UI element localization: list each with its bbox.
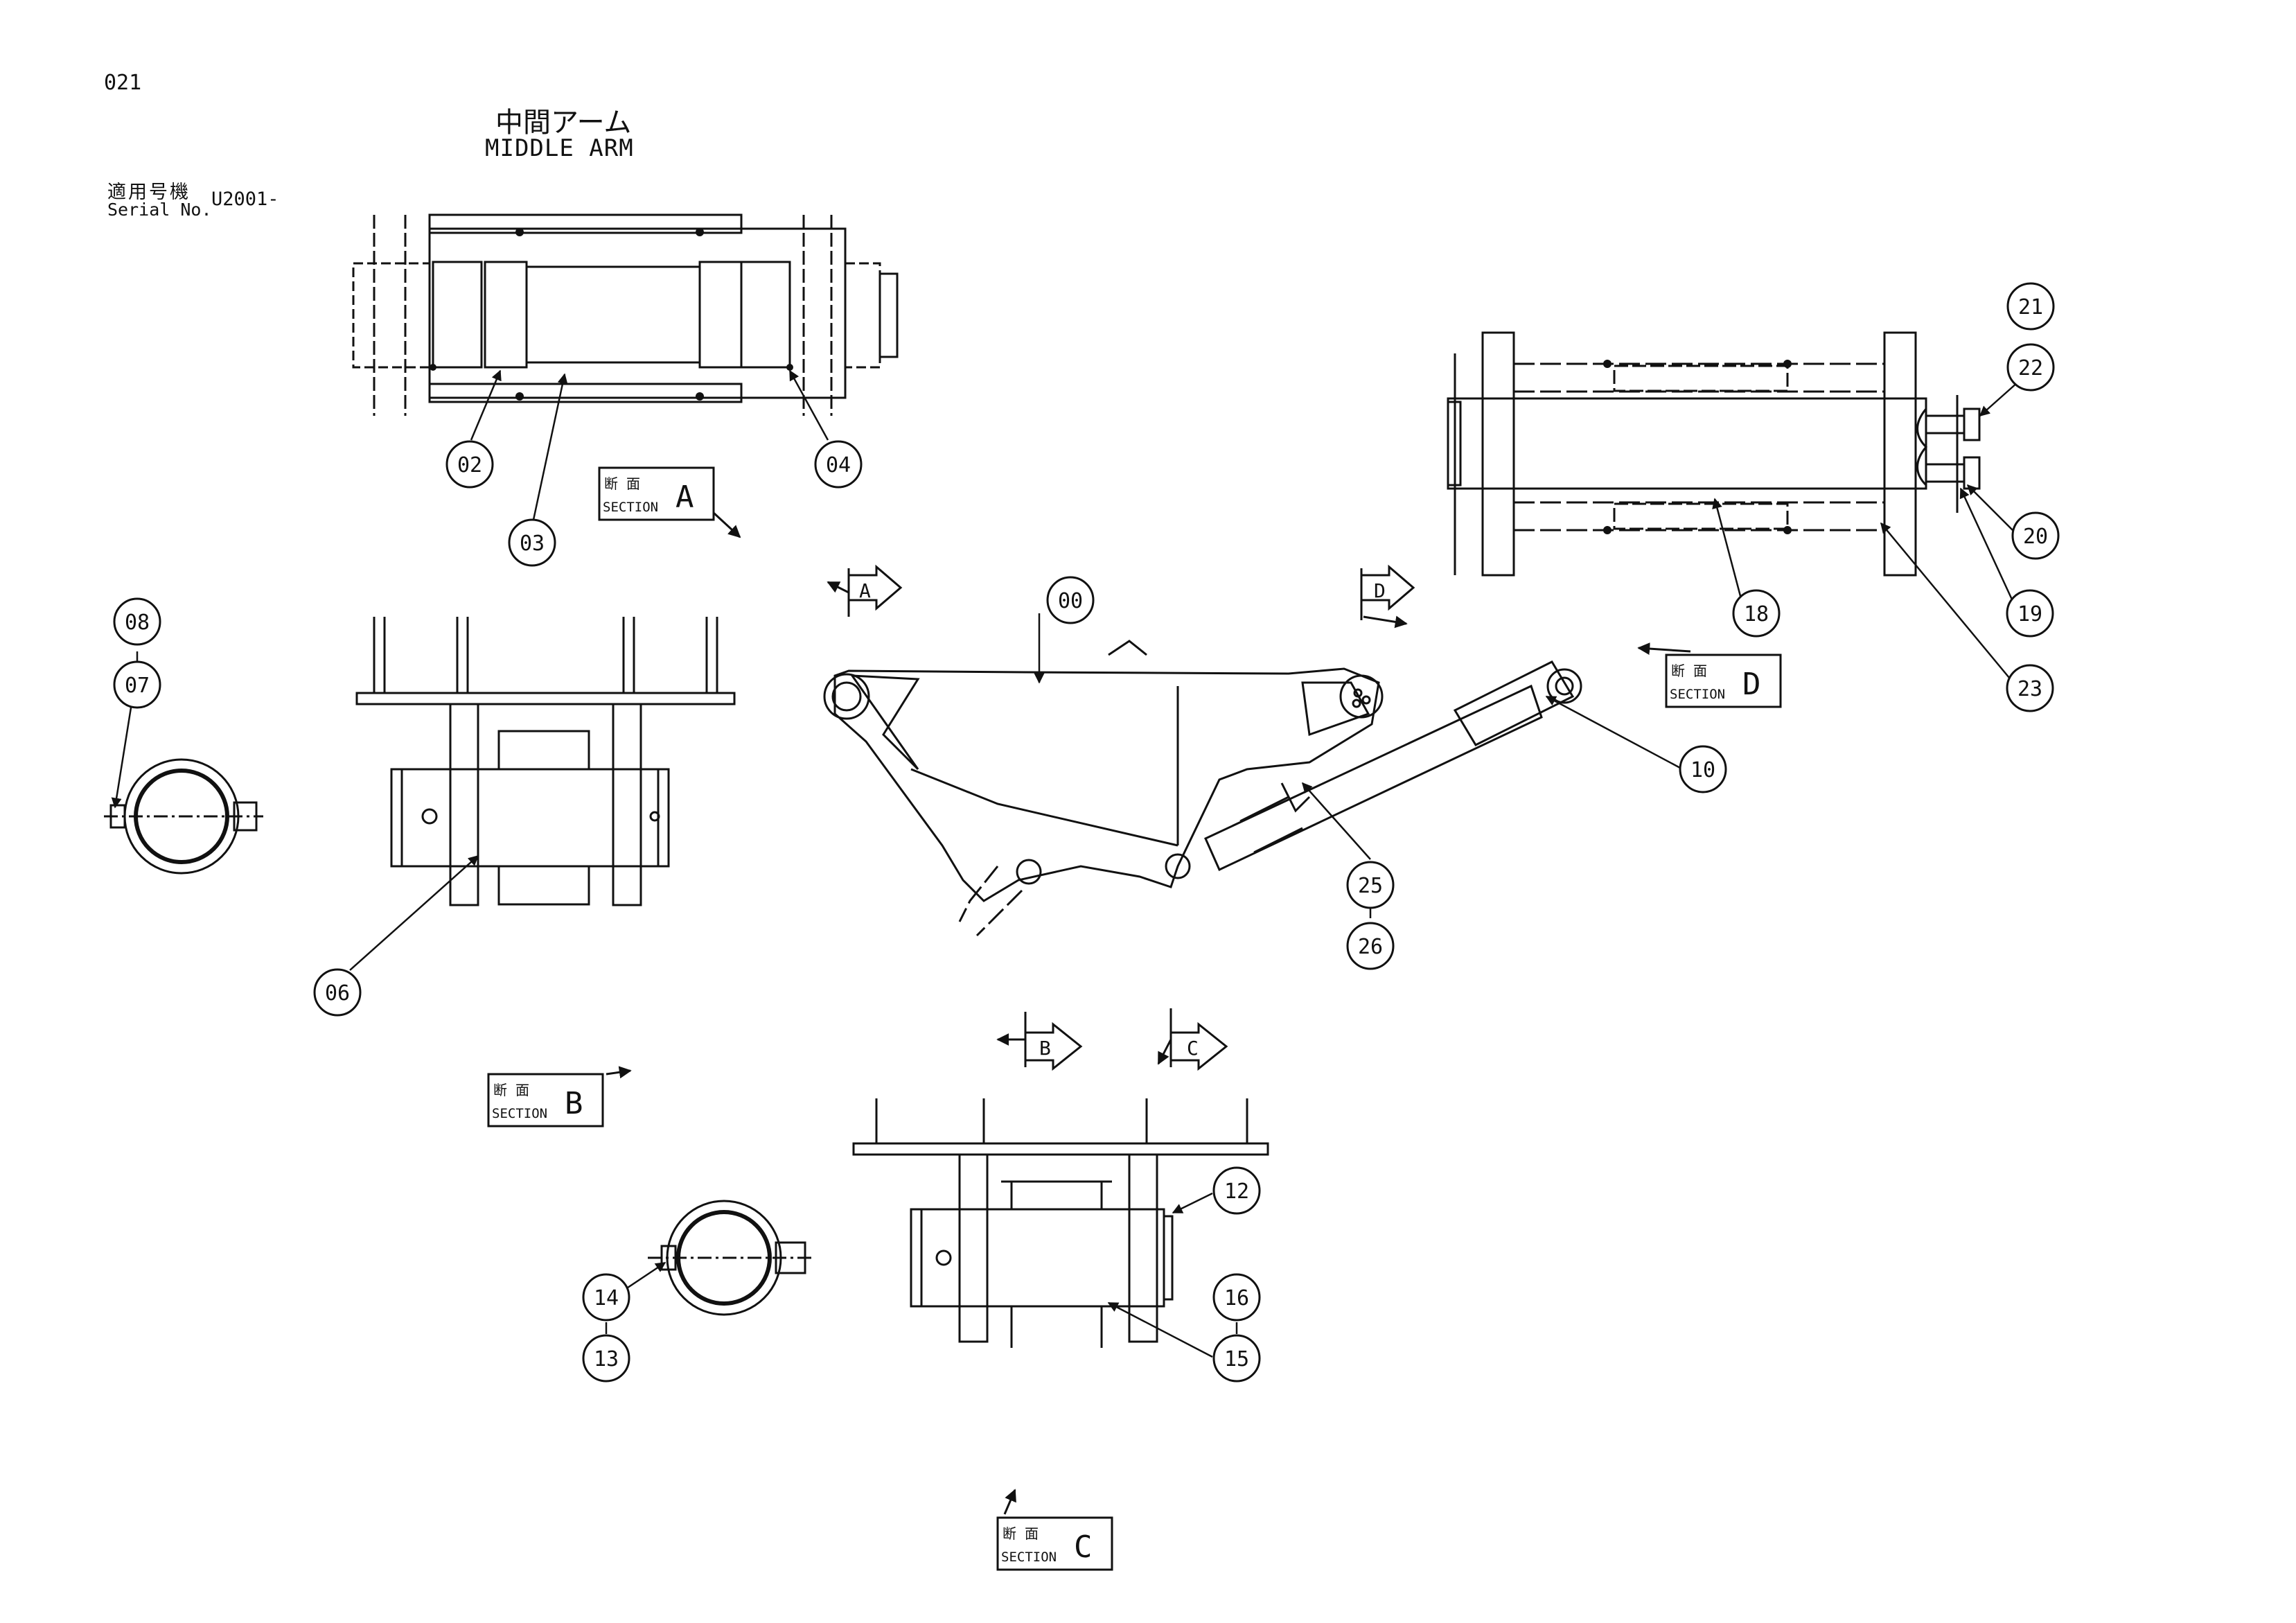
section-label-c-jp: 断 面 [1003,1525,1039,1542]
section-label-b-en: SECTION [492,1106,547,1121]
balloon-16: 16 [1212,1273,1261,1322]
section-label-c-letter: C [1074,1529,1093,1565]
svg-text:10: 10 [1690,758,1715,782]
svg-text:20: 20 [2023,525,2048,549]
svg-text:13: 13 [594,1347,619,1371]
section-label-a [598,466,741,538]
svg-text:16: 16 [1224,1286,1249,1310]
view-arrow-a [827,564,903,617]
view-arrow-d [1360,564,1415,629]
svg-text:18: 18 [1744,602,1769,626]
balloon-14: 14 [582,1273,630,1322]
section-label-b-letter: B [565,1086,583,1121]
section-c-view [852,1098,1269,1348]
section-b-view [355,617,736,906]
svg-text:12: 12 [1224,1179,1249,1204]
serial-number-value: U2001- [211,188,279,210]
balloon-19: 19 [2006,589,2054,638]
svg-text:25: 25 [1358,874,1383,898]
section-a-view [352,213,899,416]
balloon-leaders [111,349,2032,1358]
svg-text:22: 22 [2018,356,2043,380]
pin-detail-top [104,758,263,875]
section-d-view [1447,331,1981,577]
view-arrow-b-letter: B [1039,1037,1051,1060]
balloon-08: 08 [113,597,161,646]
serial-label-english: Serial No. [107,200,212,220]
balloon-26: 26 [1346,922,1395,970]
page-number: 021 [104,71,142,95]
balloon-15: 15 [1212,1334,1261,1383]
section-label-a-jp: 断 面 [604,475,640,492]
title-japanese: 中間アーム [495,107,632,139]
svg-text:06: 06 [325,981,350,1006]
svg-text:21: 21 [2018,295,2043,319]
view-arrow-a-letter: A [859,579,871,602]
middle-arm-assembly [823,640,1582,937]
serial-label-japanese: 適用号機 [107,182,191,203]
svg-text:19: 19 [2017,602,2042,626]
svg-text:26: 26 [1358,935,1383,959]
balloon-25: 25 [1346,861,1395,909]
view-arrow-c [1157,1008,1228,1071]
balloon-06: 06 [313,968,362,1017]
balloon-20: 20 [2011,511,2060,560]
balloon-18: 18 [1732,589,1781,638]
section-label-c [996,1489,1113,1571]
svg-text:03: 03 [520,532,545,556]
view-arrow-c-letter: C [1187,1037,1199,1060]
balloon-03: 03 [508,518,556,567]
svg-text:15: 15 [1224,1347,1249,1371]
svg-text:02: 02 [457,453,482,477]
balloon-10: 10 [1679,745,1727,793]
section-label-a-en: SECTION [603,500,658,515]
section-label-d-letter: D [1742,667,1761,702]
balloon-12: 12 [1212,1166,1261,1215]
svg-text:08: 08 [125,611,150,635]
section-label-b [487,1066,632,1128]
view-arrow-d-letter: D [1374,579,1386,602]
balloon-00: 00 [1046,576,1095,624]
section-label-c-en: SECTION [1001,1550,1057,1565]
balloon-21: 21 [2006,282,2055,331]
svg-text:04: 04 [826,453,851,477]
balloon-07: 07 [113,660,161,709]
svg-text:07: 07 [125,674,150,698]
pin-detail-bottom [648,1200,814,1316]
section-label-d-en: SECTION [1670,687,1725,702]
section-label-b-jp: 断 面 [493,1082,529,1098]
svg-text:00: 00 [1058,589,1083,613]
balloon-13: 13 [582,1334,630,1383]
section-label-d-jp: 断 面 [1671,663,1707,679]
section-label-a-letter: A [675,480,694,515]
balloon-02: 02 [445,440,494,489]
title-english: MIDDLE ARM [485,134,634,162]
svg-text:23: 23 [2017,677,2042,701]
balloon-04: 04 [814,440,863,489]
section-label-d [1637,642,1782,708]
balloon-23: 23 [2006,664,2054,712]
balloon-22: 22 [2006,343,2055,392]
view-arrow-b [996,1012,1083,1071]
svg-text:14: 14 [594,1286,619,1310]
